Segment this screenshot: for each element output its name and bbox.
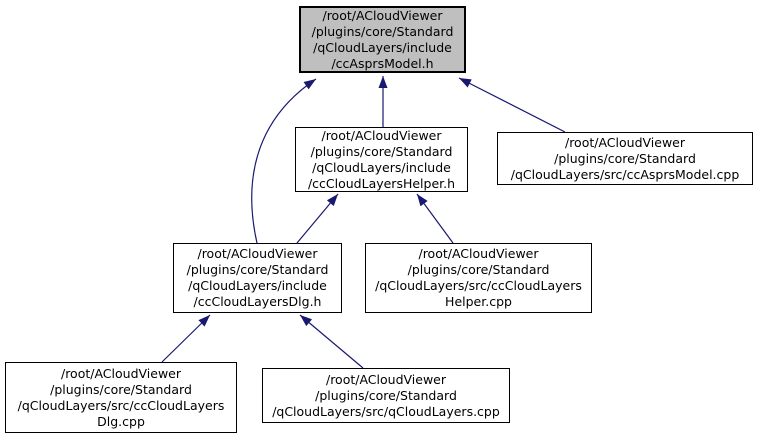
node-label-line: /plugins/core/Standard [50,381,192,397]
edge-cccloudlayersdlg-h-to-ccasprsmodel-h [251,78,317,244]
node-label-line: /root/ACloudViewer [564,134,685,150]
edge-cccloudlayersdlg-h-to-cccloudlayershelper-h [296,193,339,244]
node-label-line: /root/ACloudViewer [60,365,181,381]
node-ccasprsmodel-h: /root/ACloudViewer /plugins/core/Standar… [299,6,466,73]
node-label-line: /plugins/core/Standard [315,387,457,403]
edge-qcloudlayers-cpp-to-cccloudlayersdlg-h [299,314,364,369]
edge-cccloudlayersdlg-cpp-to-cccloudlayersdlg-h [161,314,211,363]
node-label-line: /root/ACloudViewer [322,7,443,23]
edge-cccloudlayershelper-cpp-to-cccloudlayershelper-h [416,193,454,244]
node-qcloudlayers-cpp[interactable]: /root/ACloudViewer /plugins/core/Standar… [262,368,510,423]
node-label-line: /root/ACloudViewer [321,127,442,143]
node-label-line: /root/ACloudViewer [325,371,446,387]
node-label-line: /qCloudLayers/src/ccCloudLayers [375,278,582,293]
node-label-line: Helper.cpp [445,294,512,309]
node-label-line: /plugins/core/Standard [407,262,550,277]
edge-ccasprsmodel-cpp-to-ccasprsmodel-h [458,77,566,133]
node-label-line: /plugins/core/Standard [310,143,453,159]
node-label-line: /root/ACloudViewer [418,246,539,261]
node-label-line: /ccCloudLayersHelper.h [307,175,456,191]
node-label-line: /ccAsprsModel.h [331,55,434,71]
node-label-line: /qCloudLayers/src/ccAsprsModel.cpp [510,166,740,182]
node-label-line: /ccCloudLayersDlg.h [193,294,322,309]
node-ccasprsmodel-cpp[interactable]: /root/ACloudViewer /plugins/core/Standar… [497,132,753,185]
node-label-line: /qCloudLayers/src/qCloudLayers.cpp [272,403,500,419]
node-label-line: /qCloudLayers/include [313,39,452,55]
node-label-line: /qCloudLayers/include [312,159,451,175]
node-cccloudlayershelper-h[interactable]: /root/ACloudViewer /plugins/core/Standar… [295,127,468,192]
node-cccloudlayershelper-cpp[interactable]: /root/ACloudViewer /plugins/core/Standar… [365,243,592,313]
node-label-line: /plugins/core/Standard [554,150,696,166]
node-label-line: /qCloudLayers/include [188,278,327,293]
node-label-line: /plugins/core/Standard [186,262,329,277]
node-label-line: /plugins/core/Standard [311,23,454,39]
node-label-line: /qCloudLayers/src/ccCloudLayers [17,397,225,413]
node-cccloudlayersdlg-cpp[interactable]: /root/ACloudViewer /plugins/core/Standar… [5,362,237,433]
node-label-line: Dlg.cpp [97,413,145,429]
node-label-line: /root/ACloudViewer [197,246,318,261]
node-cccloudlayersdlg-h[interactable]: /root/ACloudViewer /plugins/core/Standar… [173,243,342,313]
